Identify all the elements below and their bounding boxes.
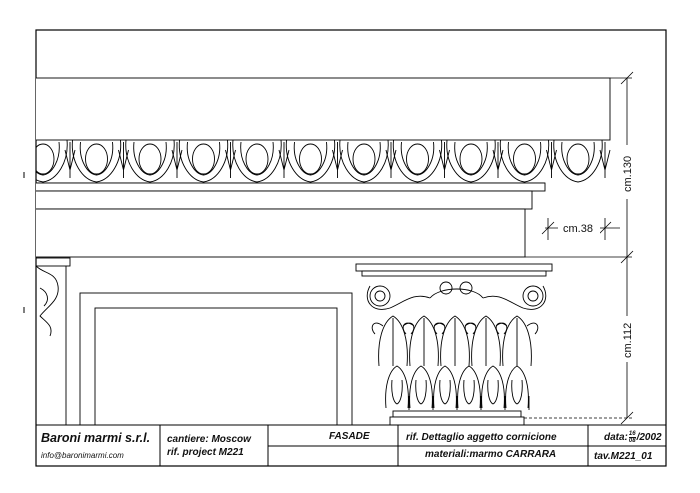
title-block xyxy=(36,424,666,466)
cornice-corona xyxy=(36,77,611,141)
cornice-fillet xyxy=(36,182,546,192)
tav-label: tav.M221_01 xyxy=(594,451,653,462)
date-year: /2002 xyxy=(636,432,662,444)
section-label: FASADE xyxy=(329,431,370,442)
dim-cornice-height-label: cm.130 xyxy=(622,156,634,192)
company-name: Baroni marmi s.r.l. xyxy=(41,431,151,445)
egg-and-dart-molding xyxy=(36,139,611,183)
date-label: data: xyxy=(604,432,628,444)
rif-project-label: rif. project M221 xyxy=(167,447,244,458)
corinthian-capital xyxy=(355,263,553,425)
dim-projection-label: cm.38 xyxy=(563,223,593,235)
date-day: 16 xyxy=(628,431,636,438)
cornice-fascia xyxy=(36,190,533,210)
cantiere-label: cantiere: Moscow xyxy=(167,434,251,445)
company-email: info@baronimarmi.com xyxy=(41,451,124,460)
date-month: 08 xyxy=(628,438,636,444)
door-frame-outer xyxy=(79,292,353,425)
door-frame-inner xyxy=(94,307,338,425)
cornice-architrave xyxy=(36,208,526,258)
materiali-label: materiali:marmo CARRARA xyxy=(425,449,557,460)
left-capital-fragment xyxy=(36,257,71,337)
dim-capital-height-label: cm.112 xyxy=(622,323,634,358)
rif-detail-label: rif. Dettaglio aggetto cornicione xyxy=(406,432,557,443)
